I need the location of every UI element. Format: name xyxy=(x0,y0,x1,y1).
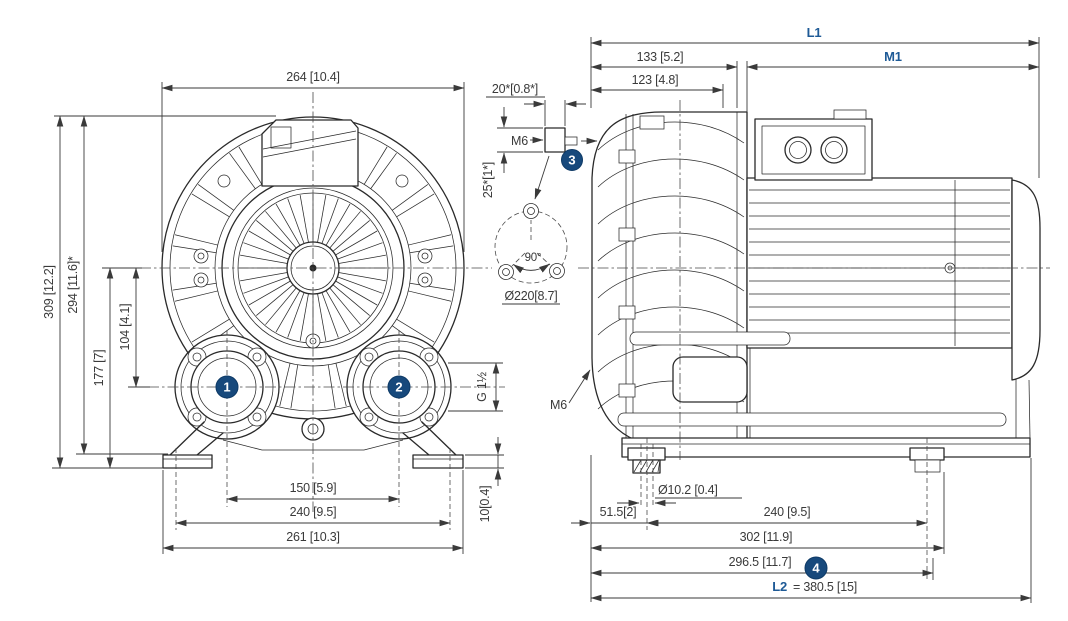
terminal-box-side xyxy=(754,109,873,181)
port-1-marker: 1 xyxy=(215,375,239,399)
flange-detail: 20*[0.8*] M6 25*[1*] 3 90° Ø220[8.7] xyxy=(481,82,598,305)
dim-base-length: 302 [11.9] xyxy=(740,530,793,544)
silencer-panel xyxy=(672,356,748,403)
dim-l2-value: = 380.5 [15] xyxy=(793,580,857,594)
dim-front-section: 133 [5.2] xyxy=(637,50,684,64)
dim-stud-height: 25*[1*] xyxy=(481,162,495,198)
base-rail xyxy=(621,437,1031,458)
port-2-marker-label: 2 xyxy=(395,380,402,395)
dim-stud-length: 20*[0.8*] xyxy=(492,82,538,96)
dim-foot-hole-dia: Ø10.2 [0.4] xyxy=(658,483,718,497)
front-dimensions: 264 [10.4] 309 [12.2] 294 [11.6]* 177 [7… xyxy=(42,70,504,554)
side-view: L1 133 [5.2] M1 123 [4.8] M6 Ø10.2 [0.4]… xyxy=(550,25,1050,603)
dim-foot-holes-side: 240 [9.5] xyxy=(764,505,811,519)
dim-base-width: 261 [10.3] xyxy=(286,530,340,544)
port-2-marker: 2 xyxy=(387,375,411,399)
dim-height-housing: 294 [11.6]* xyxy=(66,256,80,314)
dim-foot-offset: 51.5[2] xyxy=(600,505,637,519)
dim-m1: M1 xyxy=(884,49,902,64)
mount-marker: 4 xyxy=(804,556,828,580)
dim-port-spacing: 150 [5.9] xyxy=(290,481,337,495)
dim-height-overall: 309 [12.2] xyxy=(42,265,56,319)
motor-end-cap xyxy=(1011,179,1041,381)
stud-body xyxy=(544,127,566,153)
foot-left-side xyxy=(627,447,666,474)
front-view: 1 2 264 [10.4] 309 [12.2] 294 [11.6]* 17… xyxy=(42,70,505,554)
motor-body xyxy=(746,177,1013,349)
impeller-blades xyxy=(239,194,387,342)
dim-mount-length: 296.5 [11.7] xyxy=(729,555,792,569)
bolt-angle-label: 90° xyxy=(525,252,542,264)
dim-foot-holes-front: 240 [9.5] xyxy=(290,505,337,519)
motor-cooling-fins xyxy=(749,189,1010,334)
cable-gland-2 xyxy=(820,136,848,164)
dim-foot-height: 10[0.4] xyxy=(478,486,492,523)
rim-bolts xyxy=(193,174,433,288)
dim-width-overall: 264 [10.4] xyxy=(286,70,340,84)
dim-axis-to-base: 177 [7] xyxy=(92,350,106,387)
side-dimensions-bottom: Ø10.2 [0.4] 51.5[2] 240 [9.5] 302 [11.9]… xyxy=(571,455,1032,603)
housing-cooling-ribs xyxy=(172,127,454,409)
terminal-box-front xyxy=(261,119,359,187)
dim-axis-to-ports: 104 [4.1] xyxy=(118,304,132,351)
housing-ribs-side xyxy=(597,121,745,410)
stud-marker-label: 3 xyxy=(568,153,575,168)
port-1-marker-label: 1 xyxy=(223,380,230,395)
port-thread-label: G 1½ xyxy=(475,371,489,402)
side-dimensions-top: L1 133 [5.2] M1 123 [4.8] xyxy=(590,25,1040,178)
dim-l2-label: L2 xyxy=(772,579,787,594)
stud-thread-label: M6 xyxy=(511,134,528,148)
stud-marker: 3 xyxy=(561,149,583,171)
mount-marker-label: 4 xyxy=(812,561,820,576)
cable-gland-1 xyxy=(784,136,812,164)
housing-thread-label: M6 xyxy=(550,398,567,412)
dim-housing-depth: 123 [4.8] xyxy=(632,73,679,87)
dim-l1: L1 xyxy=(807,25,822,40)
foot-right-side xyxy=(909,447,945,473)
dim-bolt-circle: Ø220[8.7] xyxy=(504,289,557,303)
